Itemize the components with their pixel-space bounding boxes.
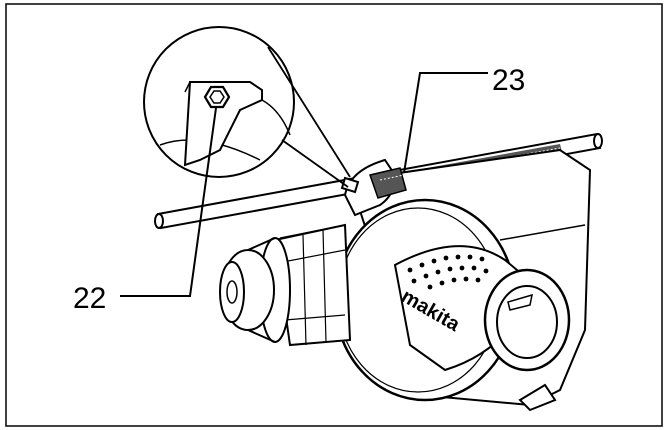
callout-23-leader bbox=[403, 72, 488, 174]
callout-23-label: 23 bbox=[492, 64, 525, 97]
hex-bolt-icon bbox=[203, 85, 231, 109]
side-handle-clamp bbox=[340, 158, 407, 217]
border-frame bbox=[5, 3, 663, 427]
callout-22-leader bbox=[120, 107, 217, 297]
drill-chuck bbox=[219, 223, 352, 347]
side-handle-cylinder: makita bbox=[393, 245, 571, 372]
callout-22-label: 22 bbox=[73, 282, 106, 315]
detail-magnifier bbox=[143, 26, 351, 188]
